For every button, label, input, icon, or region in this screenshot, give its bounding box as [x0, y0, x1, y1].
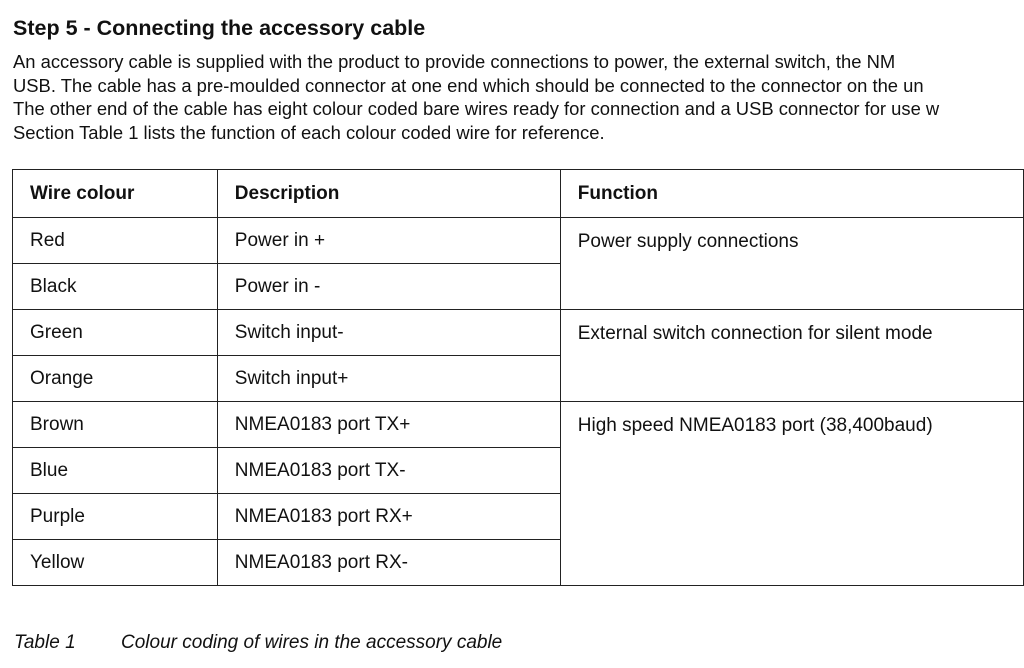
table-row: Purple NMEA0183 port RX+	[12, 493, 1024, 540]
function-cell: External switch connection for silent mo…	[559, 309, 1024, 402]
intro-line: USB. The cable has a pre-moulded connect…	[13, 74, 924, 96]
wire-colour-cell: Blue	[12, 447, 218, 494]
table-row: Brown NMEA0183 port TX+ High speed NMEA0…	[12, 401, 1024, 586]
table-row: Blue NMEA0183 port TX-	[12, 447, 1024, 494]
wire-colour-cell: Red	[12, 217, 218, 264]
caption-text: Colour coding of wires in the accessory …	[121, 632, 503, 653]
table-row: Green Switch input- External switch conn…	[12, 309, 1024, 402]
table-row: Red Power in + Power supply connections	[12, 217, 1024, 310]
description-cell: NMEA0183 port TX-	[216, 447, 561, 494]
wire-colour-cell: Orange	[12, 355, 218, 402]
description-cell: Power in +	[216, 217, 561, 264]
header-function: Function	[559, 169, 1024, 218]
table-caption: Table 1 Colour coding of wires in the acc…	[14, 632, 502, 654]
description-cell: NMEA0183 port TX+	[216, 401, 561, 448]
header-description: Description	[216, 169, 561, 218]
wire-colour-cell: Purple	[12, 493, 218, 540]
intro-line: The other end of the cable has eight col…	[13, 98, 940, 119]
intro-paragraph: An accessory cable is supplied with the …	[13, 50, 1024, 144]
function-cell: High speed NMEA0183 port (38,400baud)	[559, 401, 1024, 586]
description-cell: NMEA0183 port RX+	[216, 493, 561, 540]
intro-line: An accessory cable is supplied with the …	[13, 51, 896, 72]
section-heading: Step 5 - Connecting the accessory cable	[13, 16, 426, 40]
wire-colour-table: Wire colour Description Function Red Pow…	[12, 169, 1024, 586]
table-row: Orange Switch input+	[12, 355, 1024, 402]
description-cell: NMEA0183 port RX-	[216, 539, 561, 586]
table-header-row: Wire colour Description Function	[12, 169, 1024, 218]
table-row: Yellow NMEA0183 port RX-	[12, 539, 1024, 586]
wire-colour-cell: Green	[12, 309, 218, 356]
table-row: Black Power in -	[12, 263, 1024, 310]
wire-colour-cell: Black	[12, 263, 218, 310]
header-wire-colour: Wire colour	[12, 169, 218, 218]
wire-colour-cell: Brown	[12, 401, 218, 448]
wire-colour-cell: Yellow	[12, 539, 218, 586]
caption-number: Table 1	[14, 632, 76, 653]
intro-line: Section Table 1 lists the function of ea…	[13, 121, 605, 143]
description-cell: Power in -	[216, 263, 561, 310]
function-cell: Power supply connections	[559, 217, 1024, 310]
description-cell: Switch input-	[216, 309, 561, 356]
description-cell: Switch input+	[216, 355, 561, 402]
